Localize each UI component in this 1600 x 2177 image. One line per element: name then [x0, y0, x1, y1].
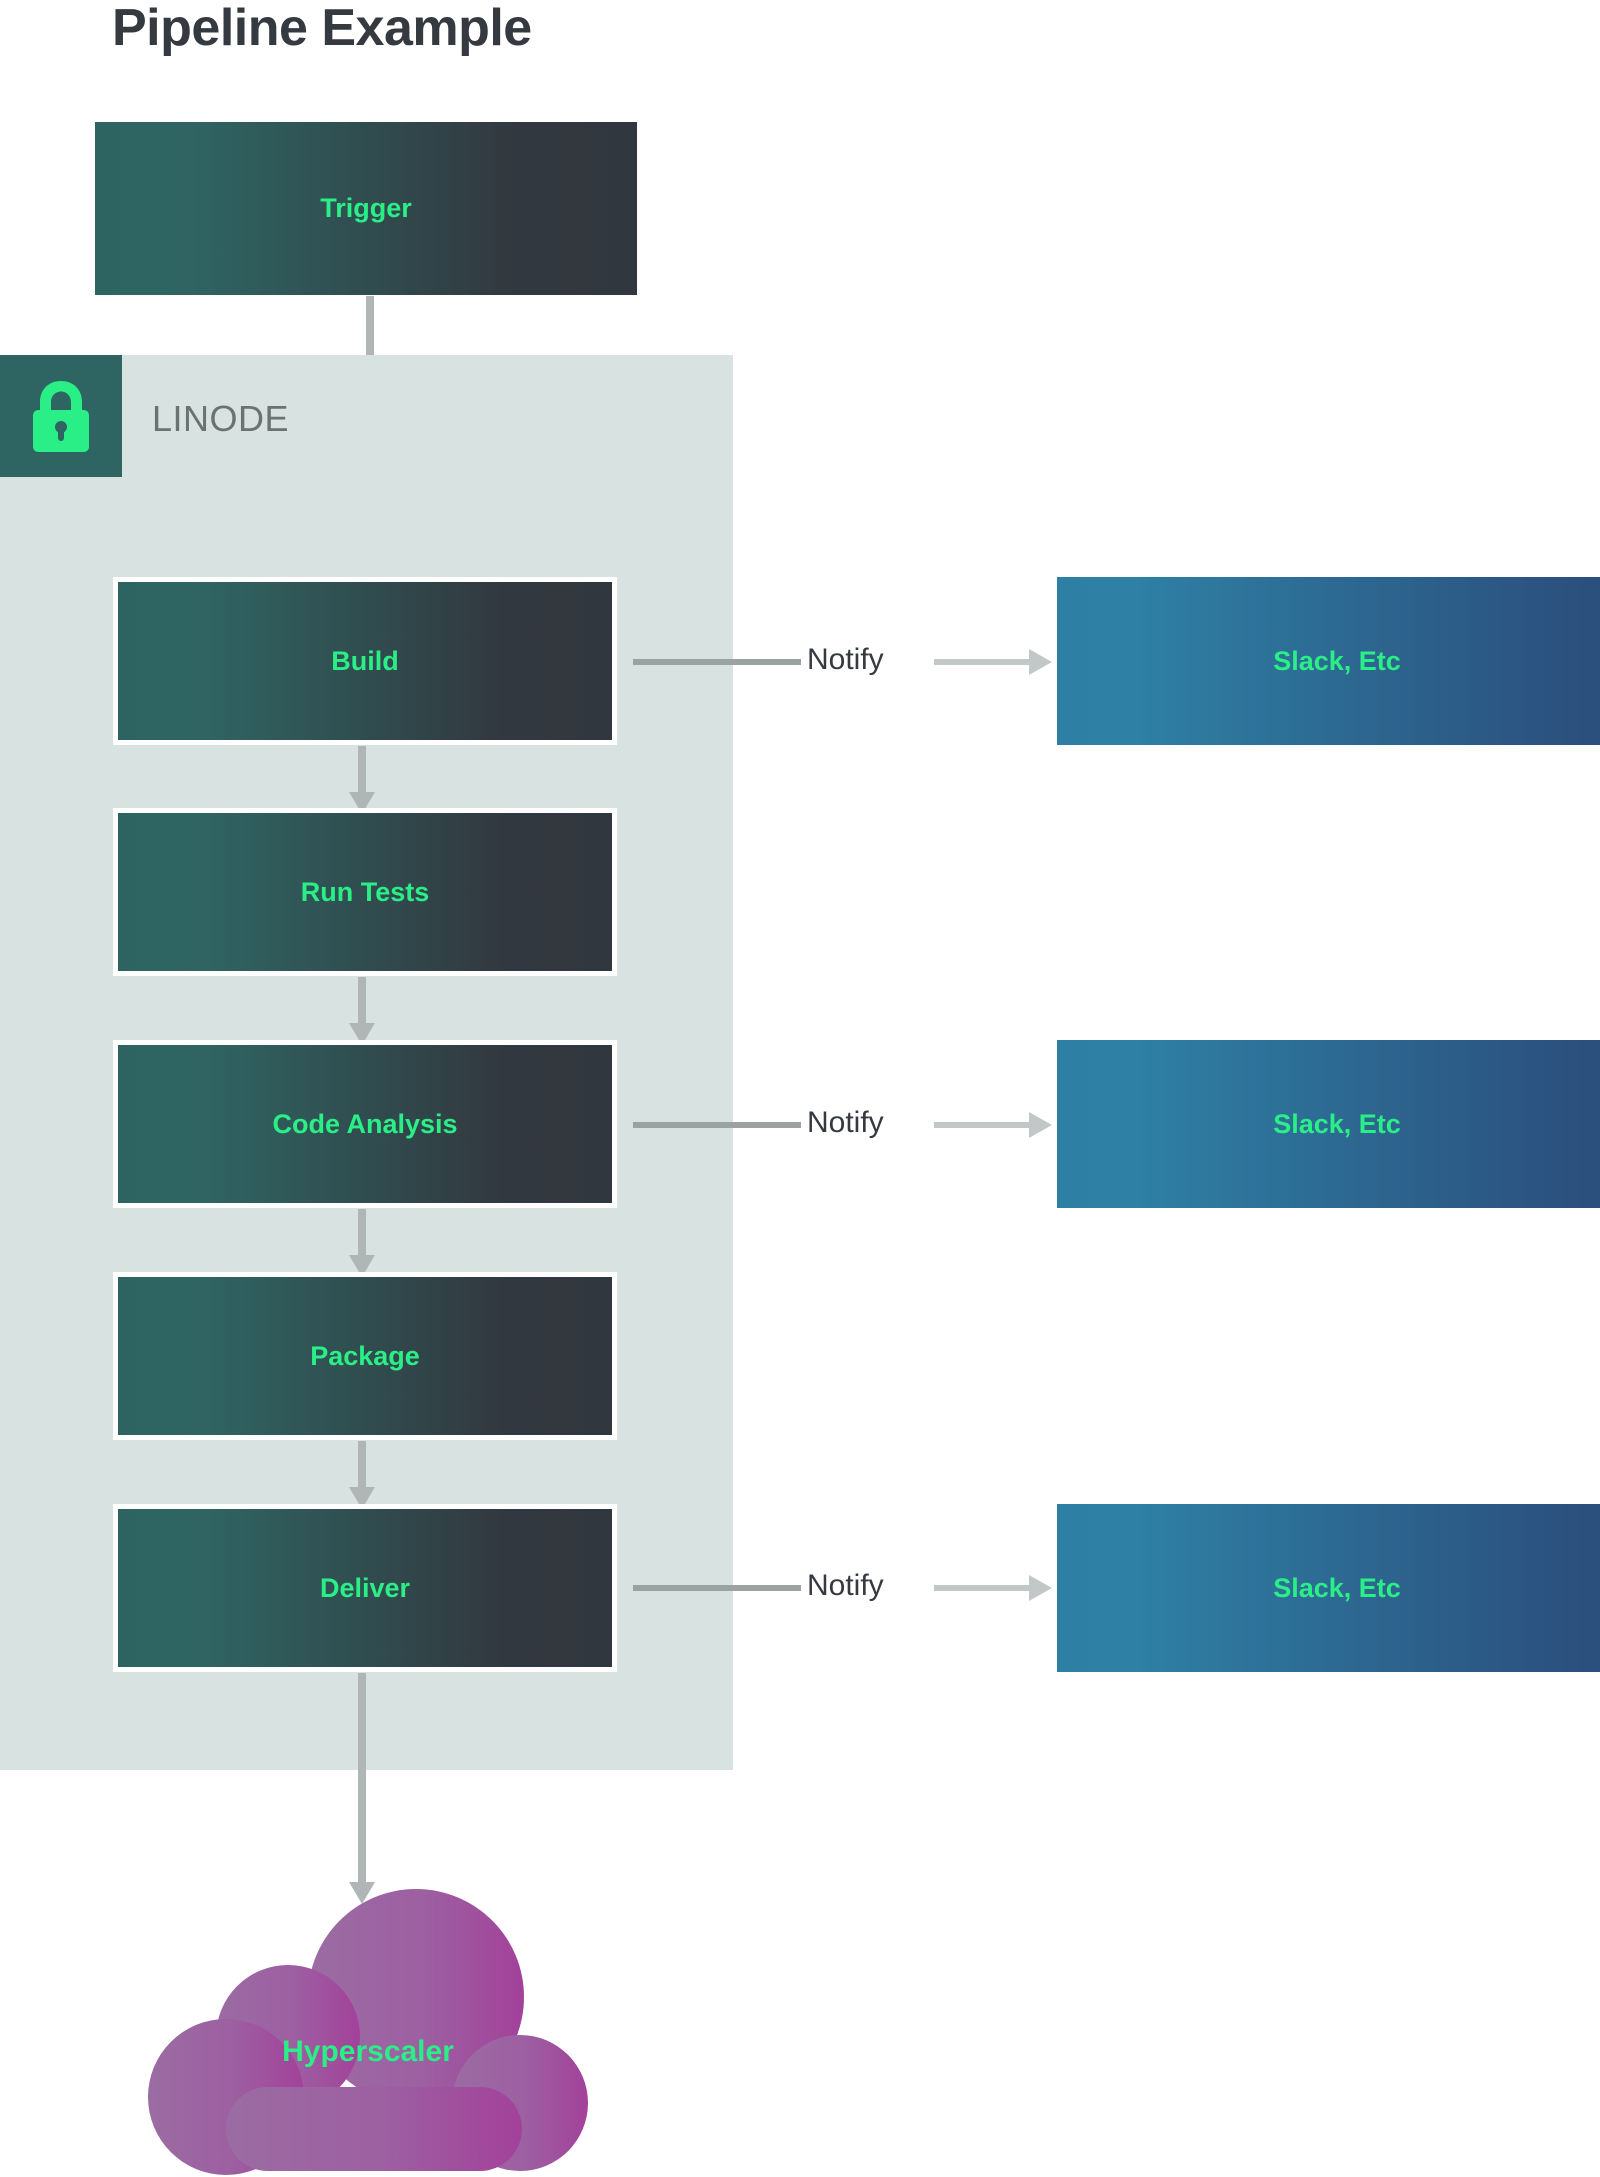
cloud-shape — [148, 1889, 588, 2175]
arrow-deliver-to-hyperscaler — [349, 1673, 375, 1904]
node-slack-code-analysis[interactable]: Slack, Etc — [1057, 1040, 1600, 1208]
node-slack-build-label: Slack, Etc — [1273, 645, 1401, 676]
node-run-tests[interactable]: Run Tests — [113, 808, 617, 976]
node-code-analysis-label: Code Analysis — [272, 1108, 458, 1139]
node-trigger-label: Trigger — [320, 193, 412, 223]
node-build-label: Build — [331, 645, 399, 676]
notify-label-deliver: Notify — [807, 1569, 884, 1602]
notify-arrow-deliver — [934, 1575, 1052, 1601]
notify-line-build — [633, 659, 801, 665]
node-code-analysis[interactable]: Code Analysis — [113, 1040, 617, 1208]
node-slack-deliver-label: Slack, Etc — [1273, 1572, 1401, 1603]
node-package[interactable]: Package — [113, 1272, 617, 1440]
notify-line-deliver — [633, 1585, 801, 1591]
page-title: Pipeline Example — [112, 0, 532, 57]
notify-label-build: Notify — [807, 643, 884, 676]
node-slack-deliver[interactable]: Slack, Etc — [1057, 1504, 1600, 1672]
arrow-package-to-deliver — [349, 1441, 375, 1509]
lock-icon — [33, 381, 89, 452]
arrow-run-tests-to-code-analysis — [349, 977, 375, 1045]
node-trigger[interactable]: Trigger — [95, 122, 637, 295]
linode-zone-badge — [0, 355, 122, 477]
notify-arrow-code-analysis — [934, 1112, 1052, 1138]
node-slack-build[interactable]: Slack, Etc — [1057, 577, 1600, 745]
linode-zone-label: LINODE — [152, 398, 290, 439]
node-hyperscaler[interactable]: Hyperscaler — [148, 1885, 588, 2177]
notify-line-code-analysis — [633, 1122, 801, 1128]
node-build[interactable]: Build — [113, 577, 617, 745]
node-slack-code-analysis-label: Slack, Etc — [1273, 1108, 1401, 1139]
notify-arrow-build — [934, 649, 1052, 675]
node-run-tests-label: Run Tests — [300, 876, 430, 907]
arrow-code-analysis-to-package — [349, 1209, 375, 1277]
arrow-build-to-run-tests — [349, 746, 375, 814]
notify-label-code-analysis: Notify — [807, 1106, 884, 1139]
node-package-label: Package — [310, 1340, 420, 1371]
node-deliver[interactable]: Deliver — [113, 1504, 617, 1672]
node-deliver-label: Deliver — [319, 1572, 411, 1603]
